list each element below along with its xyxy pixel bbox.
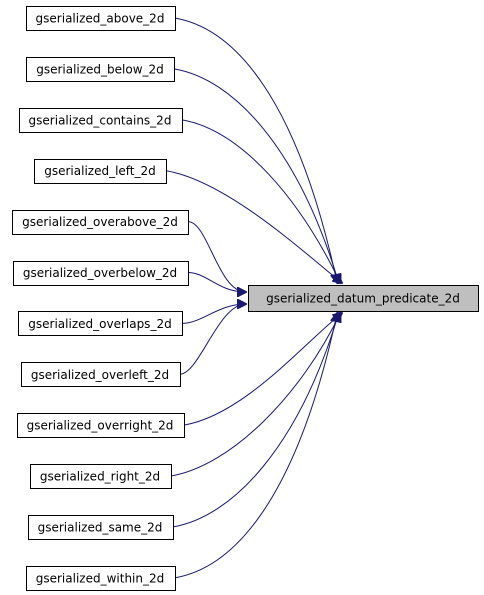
nodes-layer: gserialized_above_2d gserialized_below_2d… <box>12 6 479 591</box>
edge-gserialized-overabove-2d <box>187 221 246 292</box>
caller-node-box <box>30 464 172 489</box>
caller-node-label: gserialized_above_2d <box>36 12 165 26</box>
caller-node-gserialized-overabove-2d[interactable]: gserialized_overabove_2d <box>12 210 189 235</box>
target-node-label: gserialized_datum_predicate_2d <box>266 292 460 306</box>
caller-node-label: gserialized_overlaps_2d <box>28 317 171 331</box>
caller-node-gserialized-above-2d[interactable]: gserialized_above_2d <box>26 6 176 31</box>
caller-node-gserialized-right-2d[interactable]: gserialized_right_2d <box>30 464 172 489</box>
edges-layer <box>165 17 343 579</box>
edge-gserialized-below-2d <box>173 68 339 283</box>
target-node-gserialized-datum-predicate-2d[interactable]: gserialized_datum_predicate_2d <box>248 285 479 312</box>
edge-gserialized-above-2d <box>174 17 338 283</box>
caller-node-label: gserialized_contains_2d <box>29 113 172 127</box>
caller-node-box <box>17 413 185 438</box>
caller-node-gserialized-overleft-2d[interactable]: gserialized_overleft_2d <box>21 362 181 387</box>
caller-node-box <box>12 210 189 235</box>
target-node-box <box>248 285 479 312</box>
caller-node-label: gserialized_within_2d <box>36 571 165 585</box>
caller-node-gserialized-overbelow-2d[interactable]: gserialized_overbelow_2d <box>13 261 189 286</box>
caller-node-label: gserialized_overleft_2d <box>31 368 169 382</box>
edge-gserialized-same-2d <box>172 313 339 528</box>
caller-node-label: gserialized_left_2d <box>44 164 156 178</box>
caller-node-gserialized-below-2d[interactable]: gserialized_below_2d <box>26 57 175 82</box>
caller-node-box <box>34 159 167 184</box>
caller-node-box <box>21 362 181 387</box>
edge-gserialized-overbelow-2d <box>187 272 247 293</box>
edge-gserialized-right-2d <box>170 313 341 477</box>
edge-gserialized-left-2d <box>165 170 342 283</box>
caller-node-box <box>18 311 183 336</box>
caller-node-gserialized-within-2d[interactable]: gserialized_within_2d <box>26 566 176 591</box>
edge-gserialized-overleft-2d <box>179 304 247 375</box>
caller-node-box <box>19 108 183 133</box>
edge-gserialized-contains-2d <box>181 119 341 283</box>
caller-node-label: gserialized_below_2d <box>36 62 164 76</box>
caller-node-label: gserialized_right_2d <box>40 470 160 484</box>
caller-node-gserialized-overlaps-2d[interactable]: gserialized_overlaps_2d <box>18 311 183 336</box>
caller-node-label: gserialized_overbelow_2d <box>23 266 177 280</box>
caller-node-gserialized-left-2d[interactable]: gserialized_left_2d <box>34 159 167 184</box>
caller-node-gserialized-same-2d[interactable]: gserialized_same_2d <box>28 515 174 540</box>
caller-node-label: gserialized_same_2d <box>38 521 163 535</box>
caller-node-label: gserialized_overright_2d <box>27 419 174 433</box>
caller-node-box <box>28 515 174 540</box>
caller-node-box <box>26 566 176 591</box>
caller-node-box <box>26 57 175 82</box>
caller-node-label: gserialized_overabove_2d <box>22 215 178 229</box>
caller-node-gserialized-overright-2d[interactable]: gserialized_overright_2d <box>17 413 185 438</box>
caller-node-gserialized-contains-2d[interactable]: gserialized_contains_2d <box>19 108 183 133</box>
caller-node-box <box>13 261 189 286</box>
caller-node-box <box>26 6 176 31</box>
edge-gserialized-within-2d <box>174 313 338 579</box>
edge-gserialized-overright-2d <box>183 313 343 426</box>
